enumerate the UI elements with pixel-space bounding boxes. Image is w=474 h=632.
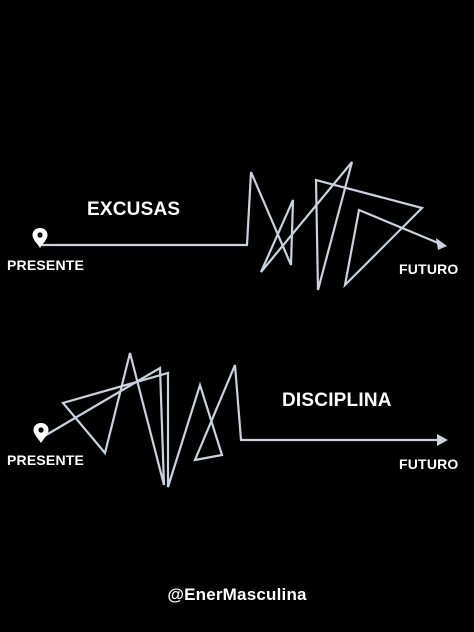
arrow-right-icon bbox=[437, 434, 448, 446]
disciplina-diagram bbox=[33, 352, 448, 488]
excusas-path bbox=[39, 161, 445, 291]
disciplina-end-label: FUTURO bbox=[399, 456, 459, 472]
excusas-end-label: FUTURO bbox=[399, 261, 459, 277]
arrow-right-icon bbox=[436, 238, 447, 250]
excusas-diagram bbox=[32, 161, 447, 291]
disciplina-title: DISCIPLINA bbox=[282, 390, 392, 411]
footer-handle: @EnerMasculina bbox=[167, 585, 307, 604]
disciplina-start-label: PRESENTE bbox=[7, 452, 85, 468]
location-pin-icon bbox=[33, 423, 49, 443]
location-pin-icon bbox=[32, 228, 48, 248]
excusas-start-label: PRESENTE bbox=[7, 257, 85, 273]
excusas-title: EXCUSAS bbox=[87, 199, 181, 220]
disciplina-path bbox=[39, 352, 445, 488]
